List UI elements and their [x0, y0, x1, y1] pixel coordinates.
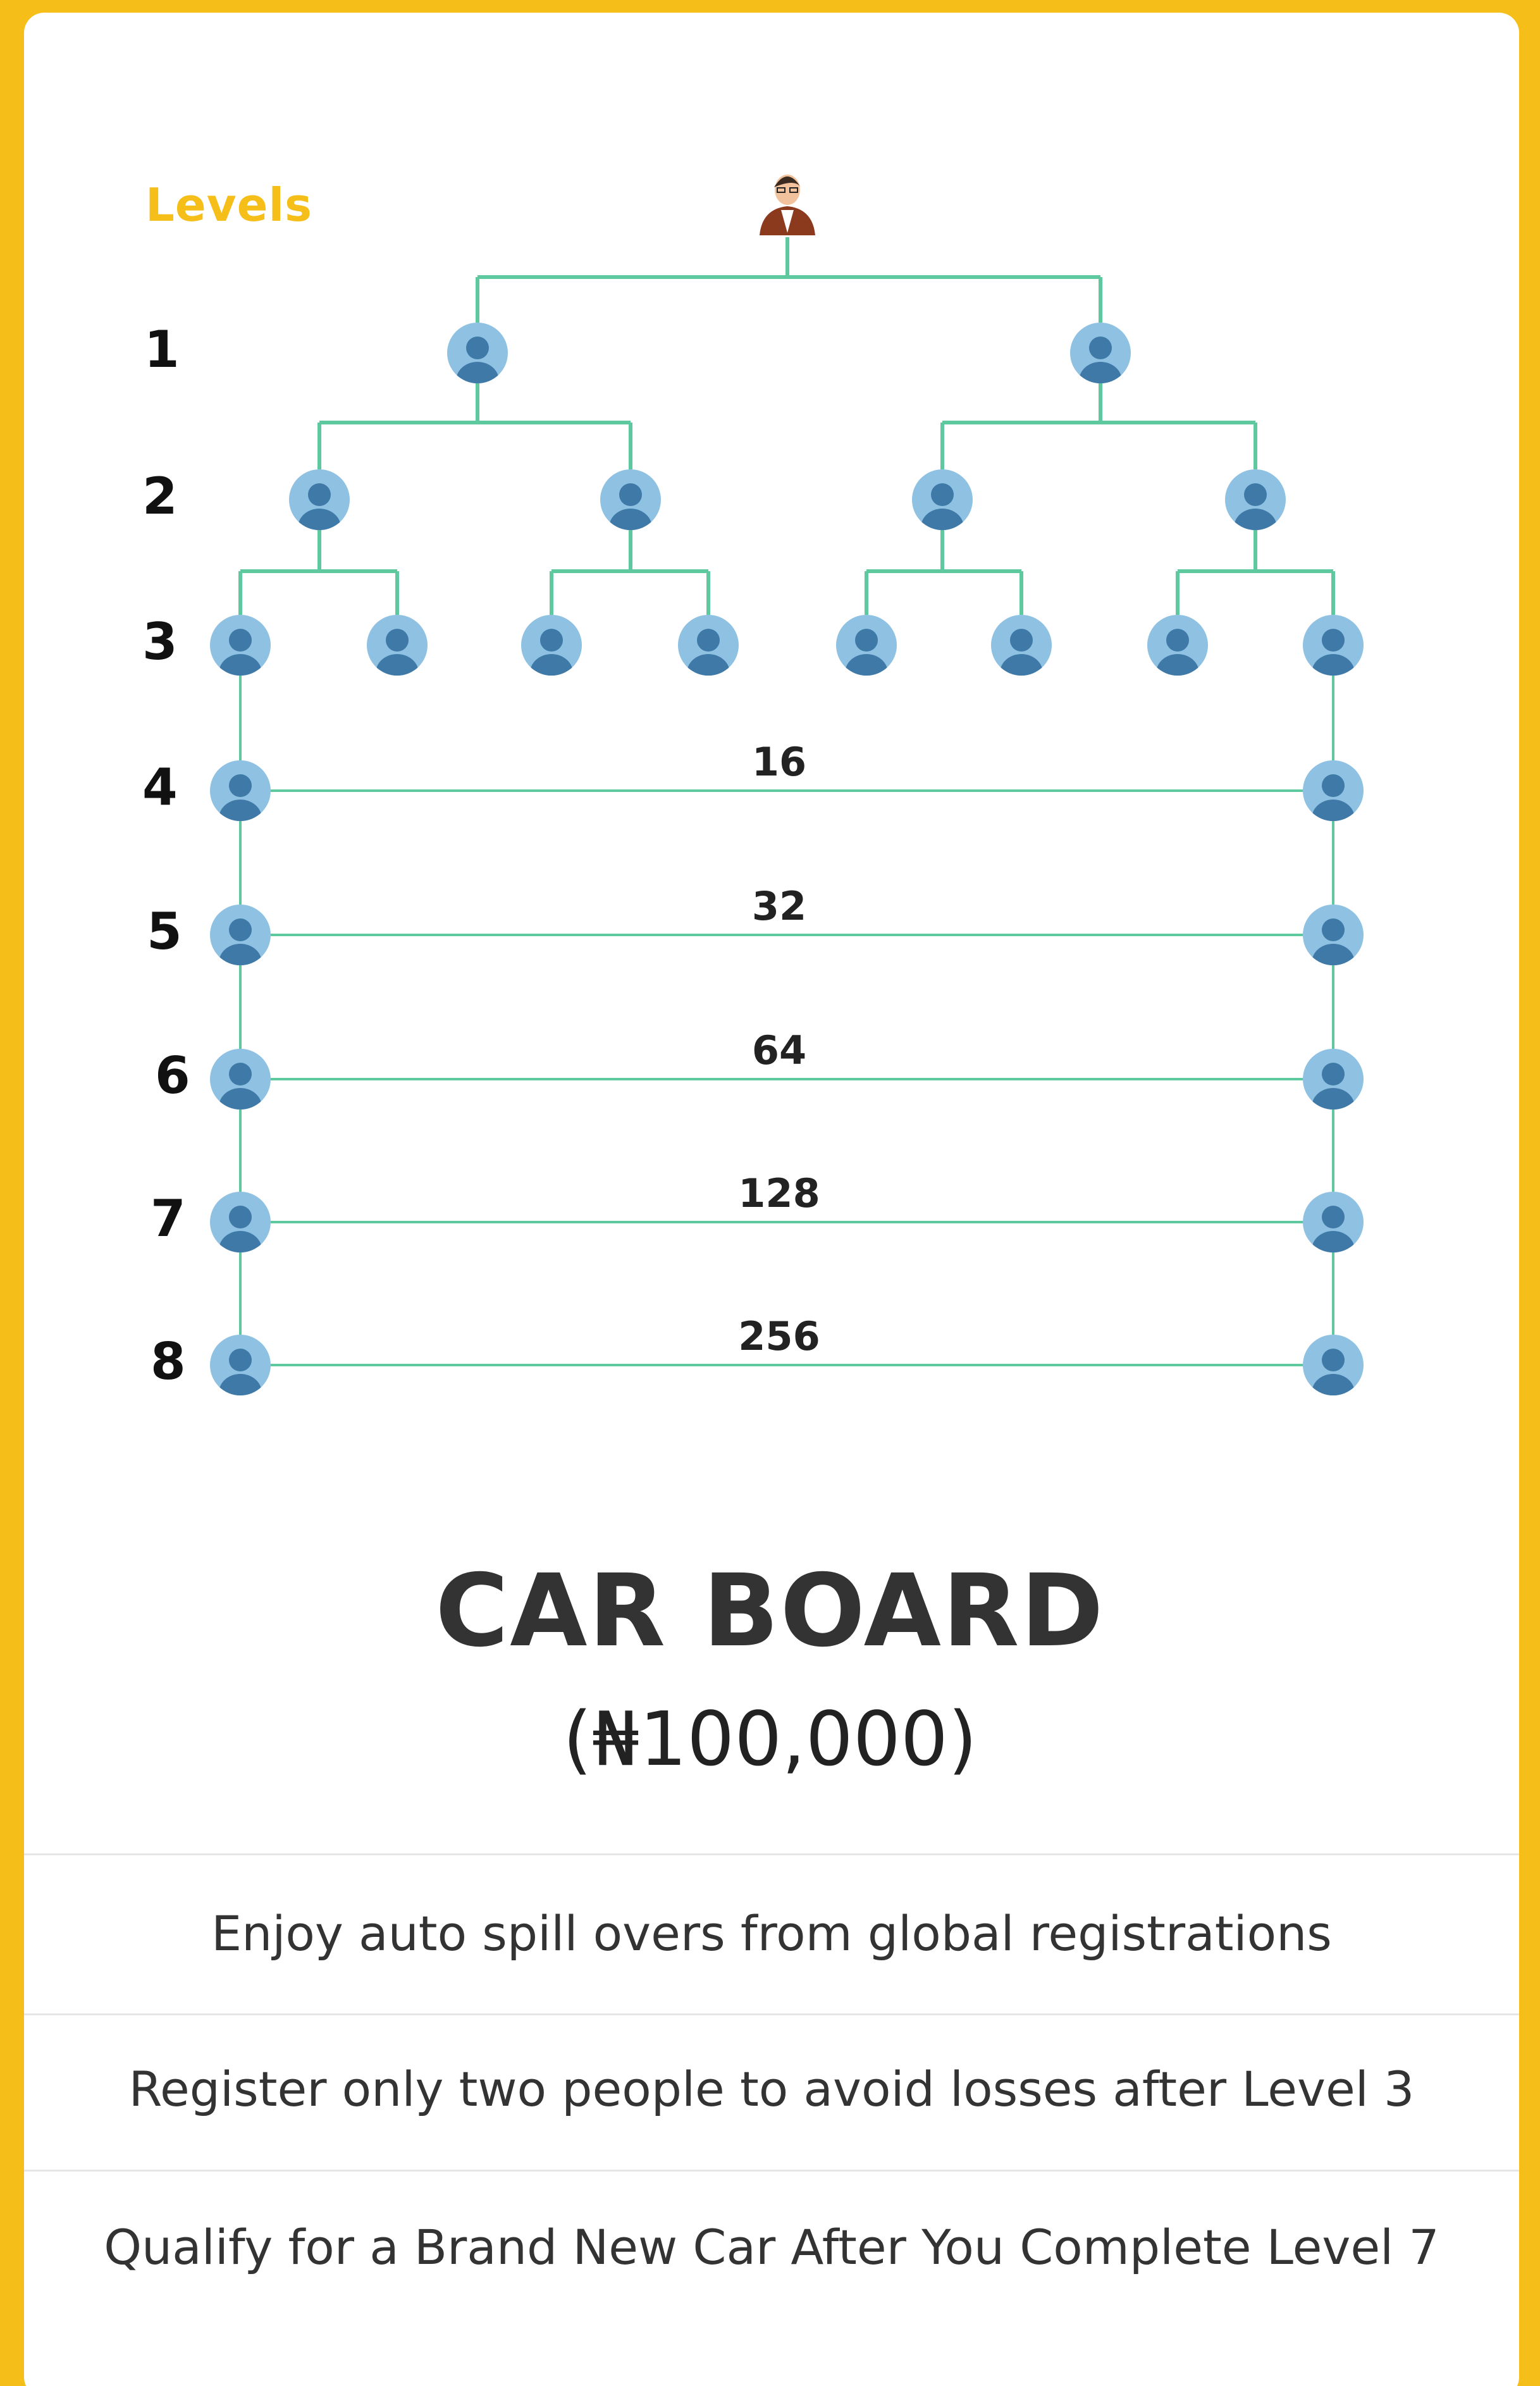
level-number-8: 8 [151, 1332, 186, 1391]
levels-heading: Levels [145, 178, 313, 232]
user-avatar-icon [991, 615, 1052, 676]
user-avatar-icon [1303, 760, 1364, 821]
user-avatar-icon [600, 469, 661, 530]
user-avatar-icon [836, 615, 897, 676]
user-avatar-icon [210, 1335, 271, 1395]
user-avatar-icon [1303, 1049, 1364, 1110]
user-avatar-icon [210, 760, 271, 821]
user-avatar-icon [210, 905, 271, 965]
user-avatar-icon [1303, 1335, 1364, 1395]
user-avatar-icon [210, 615, 271, 676]
divider [24, 1853, 1519, 1855]
car-board-card [24, 13, 1519, 2386]
divider [24, 2170, 1519, 2172]
user-avatar-icon [367, 615, 428, 676]
feature-brand-new-car: Qualify for a Brand New Car After You Co… [104, 2219, 1439, 2275]
person-in-suit-icon [760, 175, 815, 235]
level-count-8: 256 [738, 1313, 820, 1359]
user-avatar-icon [521, 615, 582, 676]
level-number-4: 4 [142, 758, 178, 817]
level-number-7: 7 [151, 1189, 186, 1248]
feature-spillovers: Enjoy auto spill overs from global regis… [211, 1905, 1332, 1962]
user-avatar-icon [912, 469, 973, 530]
level-number-5: 5 [147, 902, 182, 961]
user-avatar-icon [1225, 469, 1286, 530]
level-count-4: 16 [751, 739, 807, 785]
level-number-1: 1 [144, 320, 180, 379]
user-avatar-icon [1303, 615, 1364, 676]
user-avatar-icon [678, 615, 739, 676]
user-avatar-icon [1303, 1192, 1364, 1252]
user-avatar-icon [1147, 615, 1208, 676]
user-avatar-icon [210, 1192, 271, 1252]
level-number-6: 6 [155, 1046, 190, 1105]
user-avatar-icon [210, 1049, 271, 1110]
user-avatar-icon [289, 469, 350, 530]
board-title: CAR BOARD [435, 1553, 1105, 1669]
level-number-2: 2 [142, 467, 178, 526]
level-count-6: 64 [751, 1027, 807, 1073]
board-price: (₦100,000) [562, 1695, 978, 1783]
feature-register-two: Register only two people to avoid losses… [128, 2061, 1415, 2117]
user-avatar-icon [447, 323, 508, 383]
level-number-3: 3 [142, 612, 178, 671]
level-tree-diagram [210, 175, 1364, 1395]
level-count-5: 32 [751, 883, 807, 929]
user-avatar-icon [1070, 323, 1131, 383]
level-count-7: 128 [738, 1170, 820, 1216]
divider [24, 2013, 1519, 2015]
user-avatar-icon [1303, 905, 1364, 965]
